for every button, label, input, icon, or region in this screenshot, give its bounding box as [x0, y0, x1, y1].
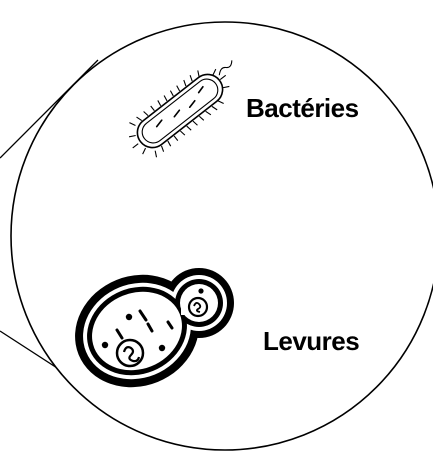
yeast-label: Levures — [263, 326, 359, 356]
bacteria-label: Bactéries — [246, 93, 359, 123]
